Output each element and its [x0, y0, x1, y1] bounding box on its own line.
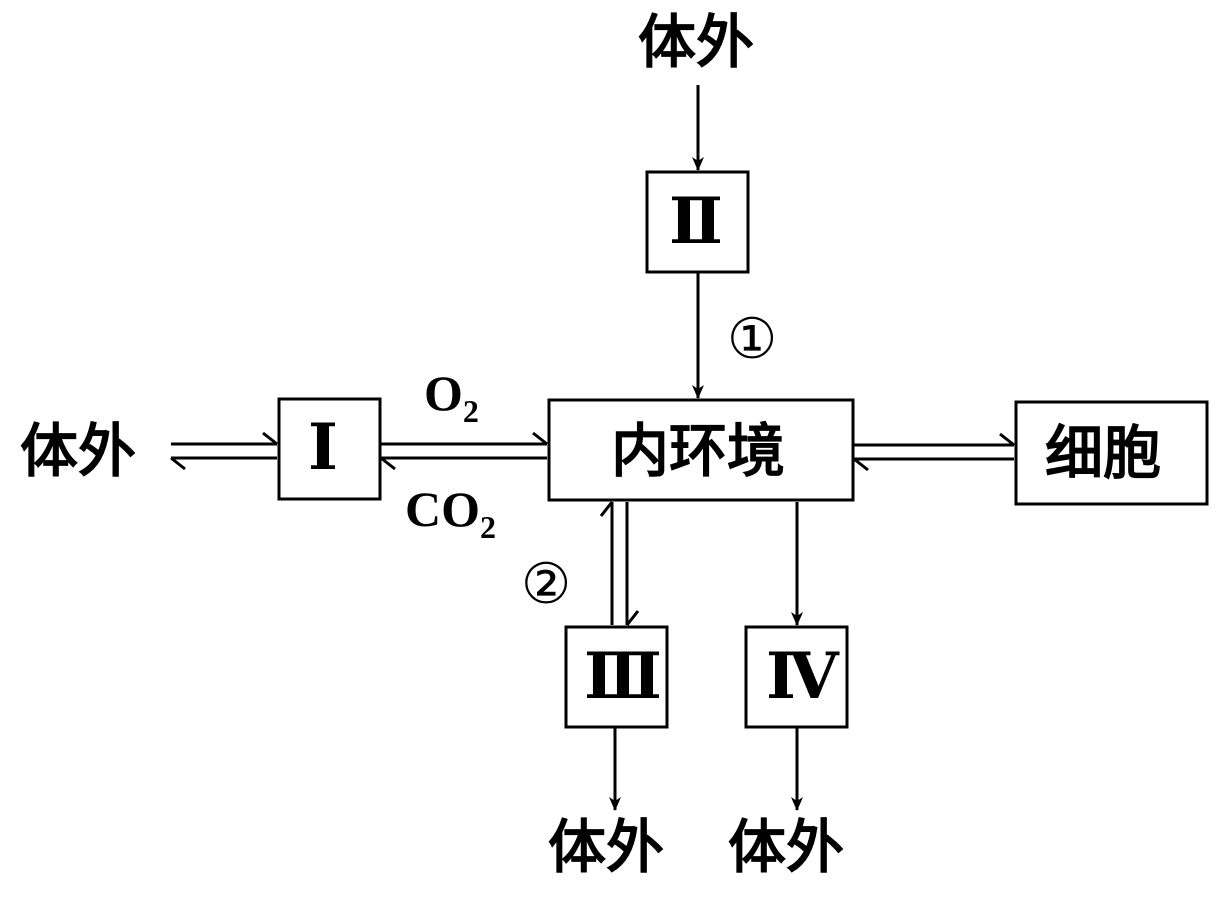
label-cell: 细胞 [1045, 419, 1162, 487]
arrow-box-1-internal-env-exchange [380, 431, 548, 471]
label-outside-bottom-right: 体外 [728, 813, 845, 881]
arrow-internal-env-box-3-exchange [599, 501, 640, 626]
label-box-4: Ⅳ [766, 641, 839, 712]
label-co2: CO2 [405, 481, 496, 545]
internal-env-box [547, 398, 855, 502]
cell-box [1014, 400, 1209, 506]
label-o2: O2 [424, 365, 479, 429]
label-box-1: Ⅰ [308, 412, 338, 483]
arrow-internal-env-cell-exchange [853, 432, 1015, 472]
box-3 [564, 625, 669, 729]
marker-1: ① [727, 307, 778, 372]
label-outside-top: 体外 [638, 8, 755, 76]
box-4 [744, 625, 849, 729]
marker-2: ② [521, 552, 572, 617]
label-box-2: Ⅱ [669, 186, 723, 257]
box-2 [645, 170, 750, 274]
label-internal-env: 内环境 [611, 417, 786, 485]
arrow-outside-box-1-exchange [170, 431, 278, 471]
label-outside-bottom-left: 体外 [548, 813, 665, 881]
label-box-3: Ⅲ [584, 641, 662, 712]
label-outside-left: 体外 [20, 417, 137, 485]
box-1 [277, 397, 382, 501]
